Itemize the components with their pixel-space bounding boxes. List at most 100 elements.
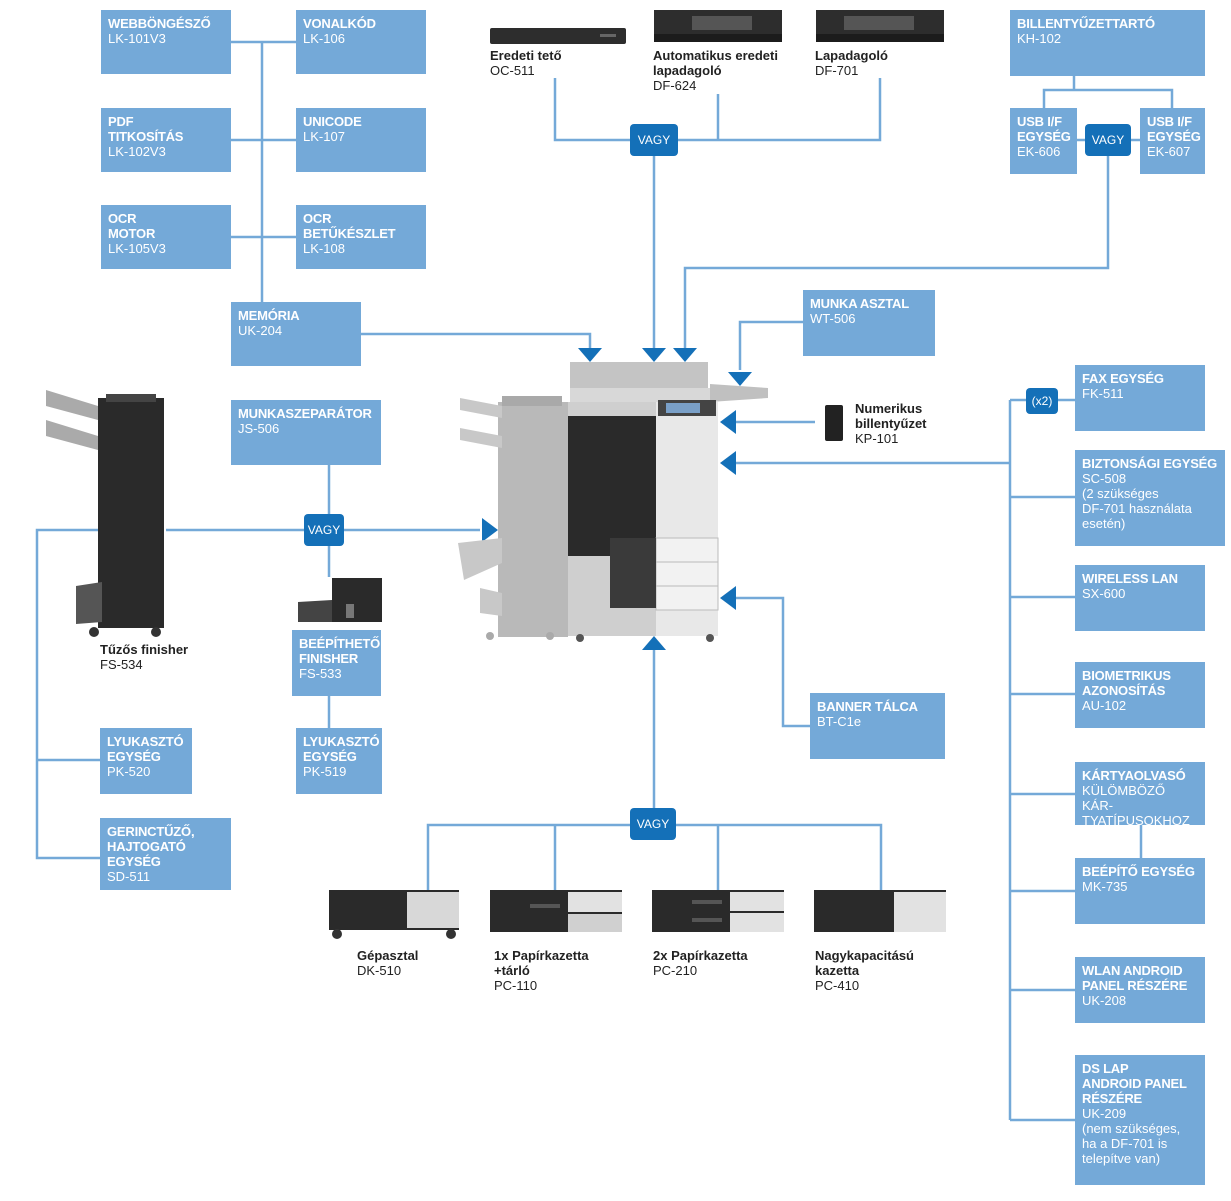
box-model: AU-102 <box>1082 698 1127 713</box>
label-model: FS-534 <box>100 657 143 672</box>
box-ocr-betukeszlet: OCR BETŰKÉSZLET LK-108 <box>296 205 426 269</box>
box-kartyaolvaso: KÁRTYAOLVASÓ KÜLÖMBÖZŐ KÁR- TYATÍPUSOKHO… <box>1075 762 1205 828</box>
box-model: WT-506 <box>810 311 856 326</box>
box-model: EK-607 <box>1147 144 1191 159</box>
box-munkaszeparator: MUNKASZEPARÁTOR JS-506 <box>231 400 381 465</box>
or-badge-cabinets: VAGY <box>630 808 676 840</box>
label-pc410: Nagykapacitású kazetta PC-410 <box>815 948 914 993</box>
label-title: Nagykapacitású kazetta <box>815 948 914 978</box>
box-model: JS-506 <box>238 421 280 436</box>
box-title: MUNKA ASZTAL <box>810 296 909 311</box>
box-model: LK-108 <box>303 241 345 256</box>
box-title: FAX EGYSÉG <box>1082 371 1164 386</box>
box-title: BIOMETRIKUS AZONOSÍTÁS <box>1082 668 1171 698</box>
box-model: KÜLÖMBÖZŐ KÁR- TYATÍPUSOKHOZ <box>1082 783 1190 828</box>
label-model: DF-701 <box>815 63 859 78</box>
label-title: Numerikus billentyűzet <box>855 401 927 431</box>
label-df624: Automatikus eredeti lapadagoló DF-624 <box>653 48 778 93</box>
box-note: (2 szükséges DF-701 használata esetén) <box>1082 486 1192 531</box>
box-vonalkod: VONALKÓD LK-106 <box>296 10 426 74</box>
box-model: LK-102V3 <box>108 144 166 159</box>
box-title: GERINCTŰZŐ, HAJTOGATÓ EGYSÉG <box>107 824 195 869</box>
box-model: EK-606 <box>1017 144 1061 159</box>
box-biztonsagi-egyseg: BIZTONSÁGI EGYSÉG SC-508 (2 szükséges DF… <box>1075 450 1225 546</box>
box-model: BT-C1e <box>817 714 862 729</box>
box-beepito-egyseg: BEÉPÍTŐ EGYSÉG MK-735 <box>1075 858 1205 924</box>
box-title: BEÉPÍTŐ EGYSÉG <box>1082 864 1195 879</box>
box-usb-ek606: USB I/F EGYSÉG EK-606 <box>1010 108 1077 174</box>
fs534-image <box>36 386 166 638</box>
box-wlan-android: WLAN ANDROID PANEL RÉSZÉRE UK-208 <box>1075 957 1205 1023</box>
label-oc511: Eredeti tető OC-511 <box>490 48 562 78</box>
box-pdf-titkositas: PDF TITKOSÍTÁS LK-102V3 <box>101 108 231 172</box>
pc210-image <box>652 888 784 936</box>
box-model: PK-520 <box>107 764 151 779</box>
box-model: LK-106 <box>303 31 345 46</box>
box-beepitheto-finisher: BEÉPÍTHETŐ FINISHER FS-533 <box>292 630 381 696</box>
pc410-image <box>814 888 946 936</box>
box-title: VONALKÓD <box>303 16 376 31</box>
box-title: WIRELESS LAN <box>1082 571 1178 586</box>
box-model: KH-102 <box>1017 31 1062 46</box>
pc110-image <box>490 888 622 936</box>
box-biometrikus: BIOMETRIKUS AZONOSÍTÁS AU-102 <box>1075 662 1205 728</box>
box-banner-talca: BANNER TÁLCA BT-C1e <box>810 693 945 759</box>
label-model: DF-624 <box>653 78 697 93</box>
label-title: Tűzős finisher <box>100 642 189 657</box>
box-title: OCR BETŰKÉSZLET <box>303 211 396 241</box>
box-title: MEMÓRIA <box>238 308 300 323</box>
label-model: PC-410 <box>815 978 860 993</box>
box-title: UNICODE <box>303 114 362 129</box>
box-model: LK-101V3 <box>108 31 166 46</box>
box-title: LYUKASZTÓ EGYSÉG <box>107 734 184 764</box>
label-model: PC-110 <box>494 978 538 993</box>
label-title: 1x Papírkazetta +tárló <box>494 948 589 978</box>
box-model: FS-533 <box>299 666 342 681</box>
box-model: SC-508 <box>1082 471 1127 486</box>
box-model: LK-105V3 <box>108 241 166 256</box>
fs533-image <box>296 576 384 624</box>
main-mfp-image <box>440 358 770 648</box>
label-title: Lapadagoló <box>815 48 888 63</box>
df701-image <box>814 6 946 44</box>
label-model: OC-511 <box>490 63 535 78</box>
box-title: USB I/F EGYSÉG <box>1017 114 1071 144</box>
box-wireless-lan: WIRELESS LAN SX-600 <box>1075 565 1205 631</box>
label-title: Automatikus eredeti lapadagoló <box>653 48 778 78</box>
box-model: UK-208 <box>1082 993 1127 1008</box>
kp101-image <box>824 404 844 442</box>
box-ocr-motor: OCR MOTOR LK-105V3 <box>101 205 231 269</box>
or-badge-finishers: VAGY <box>304 514 344 546</box>
box-title: LYUKASZTÓ EGYSÉG <box>303 734 380 764</box>
box-title: BILLENTYŰZETTARTÓ <box>1017 16 1155 31</box>
box-title: KÁRTYAOLVASÓ <box>1082 768 1186 783</box>
or-badge-usb: VAGY <box>1085 124 1131 156</box>
box-model: SD-511 <box>107 869 151 884</box>
label-pc110: 1x Papírkazetta +tárló PC-110 <box>494 948 589 993</box>
box-billentyuzettarto: BILLENTYŰZETTARTÓ KH-102 <box>1010 10 1205 76</box>
label-df701: Lapadagoló DF-701 <box>815 48 888 78</box>
oc511-image <box>490 26 626 46</box>
or-badge-originals: VAGY <box>630 124 678 156</box>
label-dk510: Gépasztal DK-510 <box>357 948 418 978</box>
box-title: OCR MOTOR <box>108 211 156 241</box>
box-title: USB I/F EGYSÉG <box>1147 114 1201 144</box>
label-title: Eredeti tető <box>490 48 562 63</box>
box-model: MK-735 <box>1082 879 1128 894</box>
box-model: UK-204 <box>238 323 283 338</box>
box-model: PK-519 <box>303 764 347 779</box>
box-ds-lap: DS LAP ANDROID PANEL RÉSZÉRE UK-209 (nem… <box>1075 1055 1205 1185</box>
box-title: WEBBÖNGÉSZŐ <box>108 16 211 31</box>
box-lyukaszto-pk519: LYUKASZTÓ EGYSÉG PK-519 <box>296 728 382 794</box>
box-model: LK-107 <box>303 129 345 144</box>
box-title: DS LAP ANDROID PANEL RÉSZÉRE <box>1082 1061 1187 1106</box>
label-pc210: 2x Papírkazetta PC-210 <box>653 948 748 978</box>
label-model: PC-210 <box>653 963 698 978</box>
dk510-image <box>329 888 459 940</box>
box-title: BEÉPÍTHETŐ FINISHER <box>299 636 381 666</box>
label-title: Gépasztal <box>357 948 419 963</box>
label-kp101: Numerikus billentyűzet KP-101 <box>855 401 927 446</box>
label-fs534: Tűzős finisher FS-534 <box>100 642 188 672</box>
box-title: WLAN ANDROID PANEL RÉSZÉRE <box>1082 963 1188 993</box>
df624-image <box>652 6 784 44</box>
